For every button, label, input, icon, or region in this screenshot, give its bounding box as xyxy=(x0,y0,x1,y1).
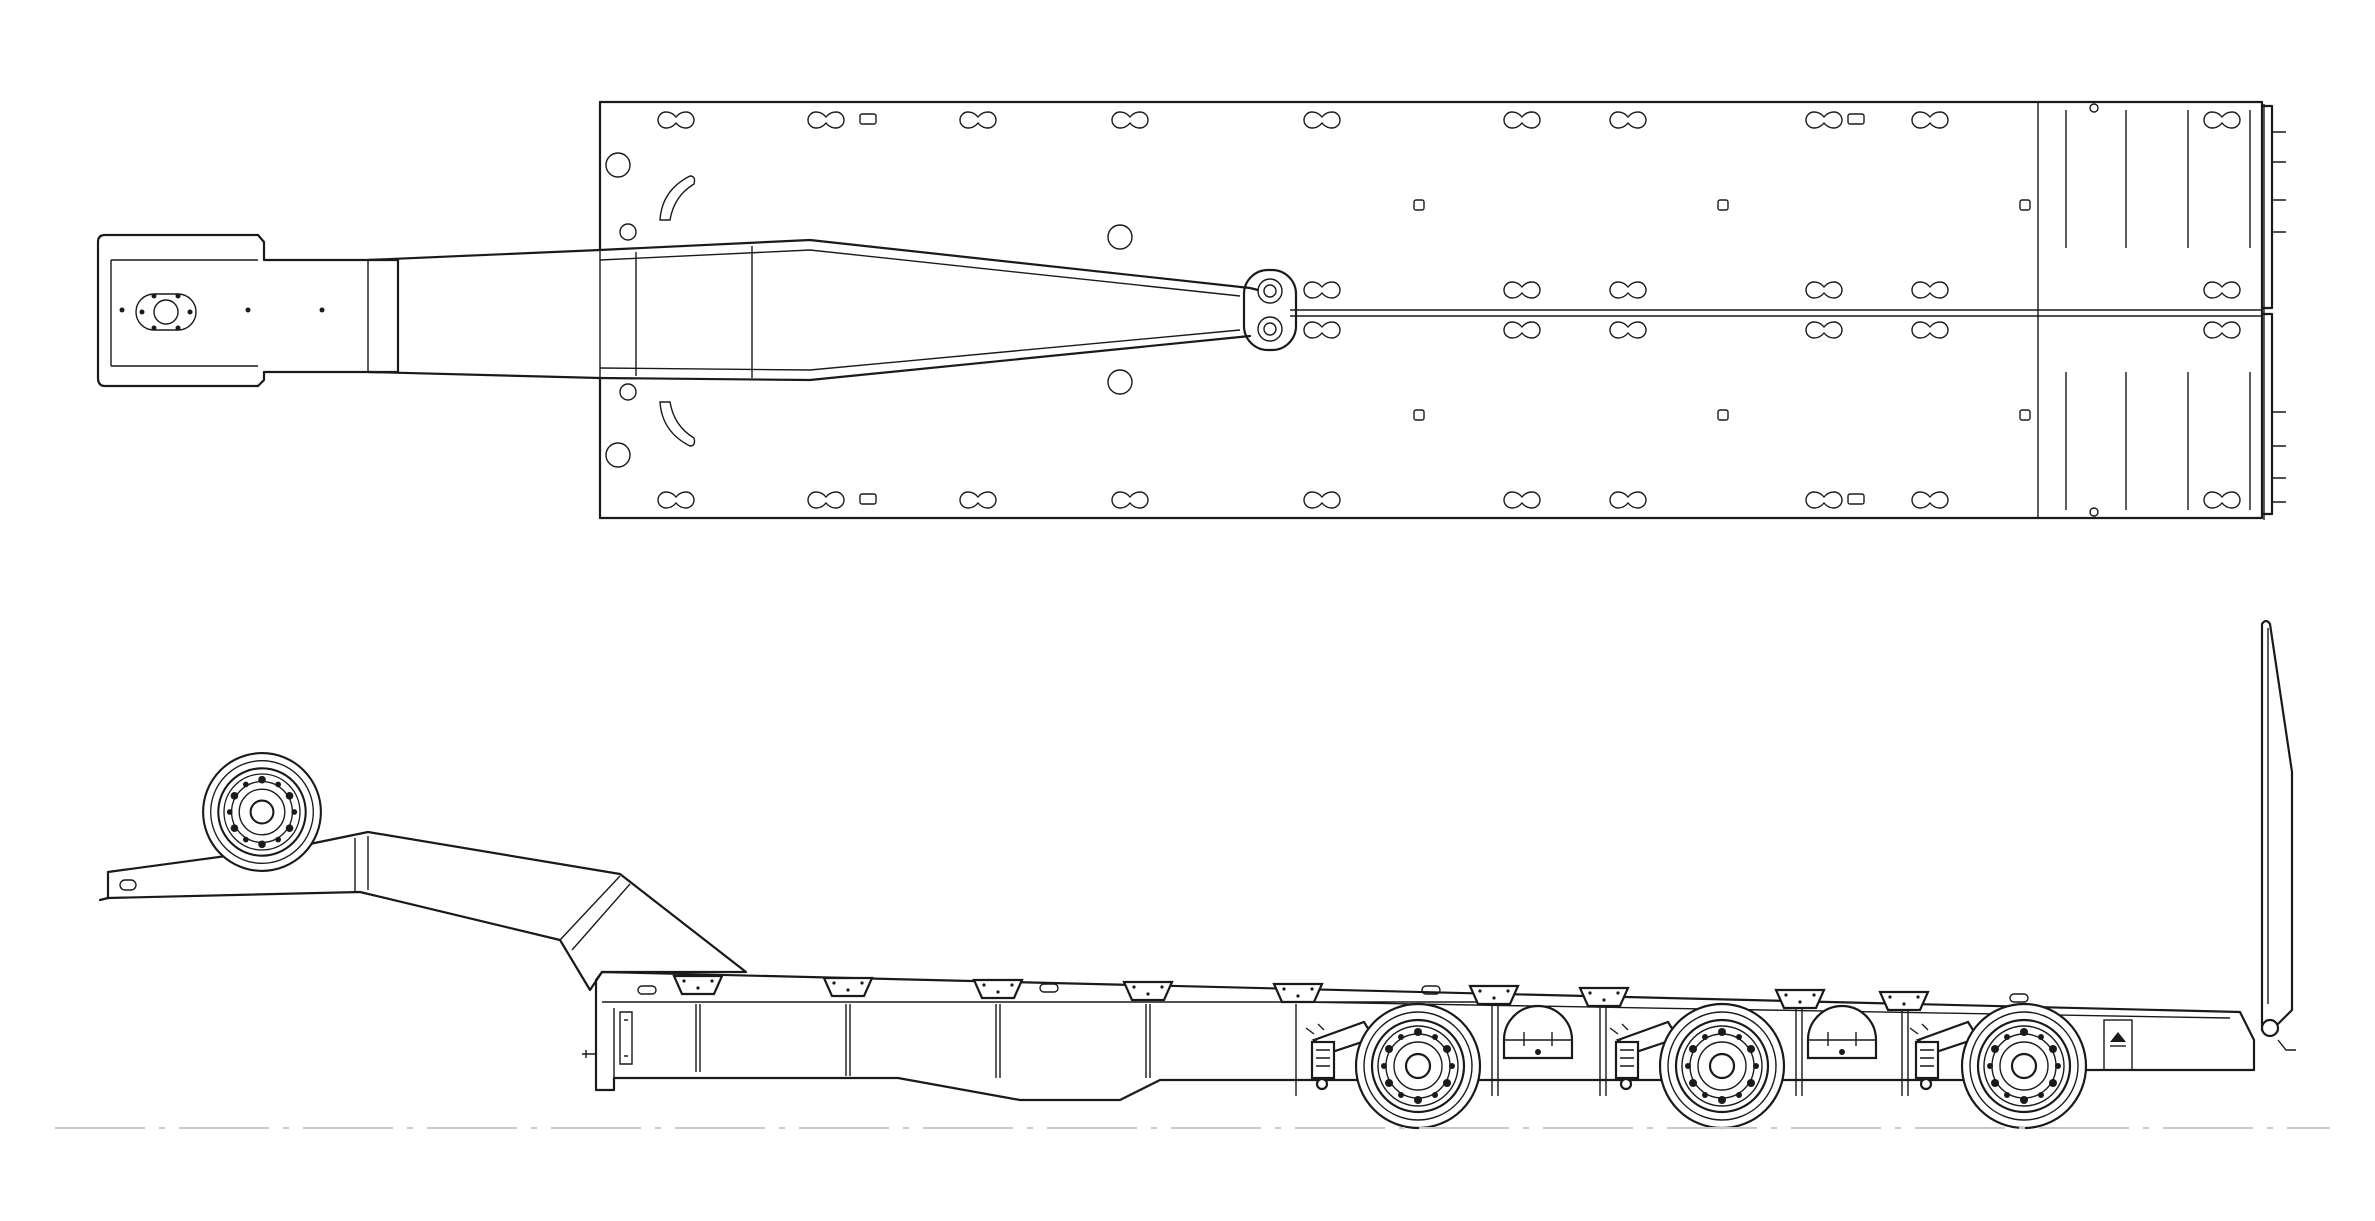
kingpin-plate xyxy=(135,293,197,331)
rear-axles xyxy=(1304,1002,2088,1130)
kingpin xyxy=(153,299,179,325)
rear-wheel-1 xyxy=(1354,1002,1482,1130)
gooseneck-side xyxy=(106,830,748,992)
spare-tire-holders xyxy=(1502,1004,1878,1060)
rear-stakes xyxy=(2065,104,2286,520)
neck-beam xyxy=(366,238,1260,382)
rear-wheel-3 xyxy=(1960,1002,2088,1130)
rear-wheel-2 xyxy=(1658,1002,1786,1130)
top-view xyxy=(96,100,2286,520)
rear-ramp xyxy=(2260,619,2294,1032)
frame-uprights xyxy=(695,1004,1909,1096)
front-dolly-wheel xyxy=(202,752,322,872)
side-view xyxy=(55,619,2330,1130)
side-pockets xyxy=(672,974,1930,1012)
deck-outline xyxy=(598,100,2264,520)
pivot-block xyxy=(1242,268,1298,352)
